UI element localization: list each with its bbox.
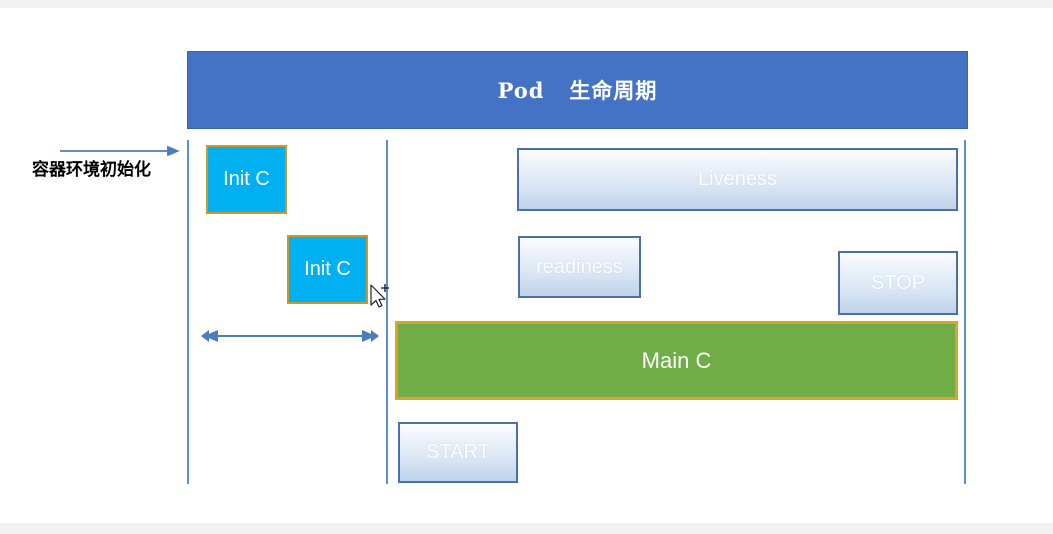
init-duration-double-arrow bbox=[201, 330, 379, 342]
liveness-probe-label: Liveness bbox=[698, 168, 777, 190]
readiness-probe-label: readiness bbox=[536, 255, 623, 278]
liveness-probe-box[interactable]: Liveness bbox=[517, 148, 958, 211]
init-container-label-2: Init C bbox=[304, 258, 351, 280]
init-container-box-2[interactable]: Init C bbox=[287, 235, 368, 304]
readiness-probe-box[interactable]: readiness bbox=[518, 236, 641, 298]
page-title: Pod 生命周期 bbox=[497, 78, 658, 103]
init-phase-arrow bbox=[60, 145, 180, 157]
stop-hook-label: STOP bbox=[870, 271, 926, 294]
start-hook-label: START bbox=[426, 441, 490, 463]
init-container-box-1[interactable]: Init C bbox=[206, 145, 287, 214]
phase-divider-init-start bbox=[187, 140, 189, 484]
start-hook-box[interactable]: START bbox=[398, 422, 518, 483]
main-container-label: Main C bbox=[641, 347, 712, 373]
init-phase-label: 容器环境初始化 bbox=[32, 160, 151, 180]
stop-hook-box[interactable]: STOP bbox=[838, 251, 958, 315]
phase-divider-main-start bbox=[386, 140, 388, 484]
phase-divider-pod-end bbox=[964, 140, 966, 484]
mouse-cursor-arrow-plus-icon bbox=[370, 284, 389, 308]
init-container-label-1: Init C bbox=[223, 168, 270, 190]
main-container-box[interactable]: Main C bbox=[395, 321, 958, 400]
pod-lifecycle-title-bar[interactable]: Pod 生命周期 bbox=[187, 51, 968, 129]
